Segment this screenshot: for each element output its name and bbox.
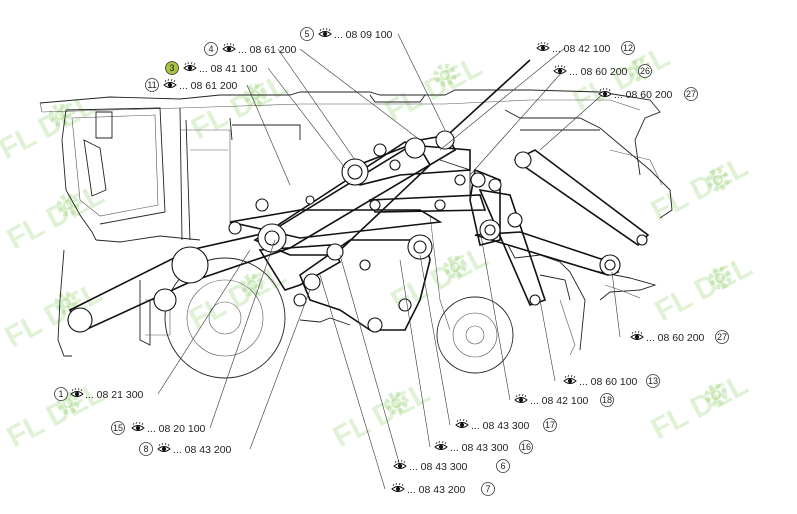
belts (68, 59, 650, 331)
svg-text:... 08 42 100: ... 08 42 100 (530, 395, 589, 407)
pulleys (67, 130, 648, 333)
svg-text:... 08 43 200: ... 08 43 200 (407, 484, 466, 496)
watermark: FL DEL (2, 178, 110, 256)
svg-text:18: 18 (602, 395, 612, 405)
eye-icon (318, 27, 332, 37)
svg-text:27: 27 (686, 89, 696, 99)
svg-text:6: 6 (500, 461, 505, 471)
callout-1: 1 ... 08 21 300 (54, 387, 144, 401)
front-wheel (164, 257, 286, 379)
callout-26: ... 08 60 200 26 (553, 64, 652, 78)
callout-8: 8 ... 08 43 200 (139, 442, 232, 456)
callout-16: ... 08 43 300 16 (434, 440, 533, 454)
watermark: FL DEL (650, 250, 758, 328)
svg-text:4: 4 (208, 44, 213, 54)
callout-3: 3 ... 08 41 100 (165, 61, 258, 75)
eye-icon (391, 482, 405, 492)
svg-text:17: 17 (545, 420, 555, 430)
svg-text:... 08 43 200: ... 08 43 200 (173, 444, 232, 456)
svg-text:13: 13 (648, 376, 658, 386)
callout-5: 5 ... 08 09 100 (300, 27, 393, 41)
svg-text:16: 16 (521, 442, 531, 452)
eye-icon (163, 78, 177, 88)
callout-18: ... 08 42 100 18 (514, 393, 614, 407)
svg-text:26: 26 (640, 66, 650, 76)
svg-text:3: 3 (169, 63, 174, 73)
eye-icon (183, 61, 197, 71)
eye-icon (222, 42, 236, 52)
wheels (164, 257, 514, 379)
eye-icon (563, 374, 577, 384)
svg-text:... 08 20 100: ... 08 20 100 (147, 423, 206, 435)
eye-icon (630, 330, 644, 340)
svg-text:... 08 60 200: ... 08 60 200 (646, 332, 705, 344)
eye-icon (157, 442, 171, 452)
callout-27-top: ... 08 60 200 27 (598, 87, 698, 101)
svg-text:... 08 43 300: ... 08 43 300 (450, 442, 509, 454)
svg-text:1: 1 (58, 389, 63, 399)
callout-12: ... 08 42 100 12 (536, 41, 635, 55)
watermark: FL DEL (380, 50, 488, 128)
svg-text:... 08 41 100: ... 08 41 100 (199, 63, 258, 75)
eye-icon (393, 459, 407, 469)
eye-icon (553, 64, 567, 74)
watermark: FL DEL (2, 376, 110, 454)
svg-text:... 08 61 200: ... 08 61 200 (238, 44, 297, 56)
svg-text:... 08 60 200: ... 08 60 200 (614, 89, 673, 101)
svg-text:5: 5 (304, 29, 309, 39)
callout-7: ... 08 43 200 7 (391, 482, 495, 496)
callout-27-bottom: ... 08 60 200 27 (630, 330, 729, 344)
callout-4: 4 ... 08 61 200 (204, 42, 297, 56)
svg-text:... 08 42 100: ... 08 42 100 (552, 43, 611, 55)
callout-13: ... 08 60 100 13 (563, 374, 660, 388)
watermark: FL DEL (328, 376, 436, 454)
rear-wheel (436, 296, 514, 374)
svg-text:12: 12 (623, 43, 633, 53)
callout-15: 15 ... 08 20 100 (111, 421, 206, 435)
callout-6: ... 08 43 300 6 (393, 459, 510, 473)
eye-icon (514, 393, 528, 403)
svg-text:15: 15 (113, 423, 123, 433)
svg-text:... 08 61 200: ... 08 61 200 (179, 80, 238, 92)
svg-text:... 08 60 200: ... 08 60 200 (569, 66, 628, 78)
svg-text:... 08 43 300: ... 08 43 300 (409, 461, 468, 473)
eye-icon (455, 418, 469, 428)
callout-17: ... 08 43 300 17 (455, 418, 557, 432)
svg-text:... 08 60 100: ... 08 60 100 (579, 376, 638, 388)
combine-outline (39, 89, 673, 357)
eye-icon (536, 41, 550, 51)
svg-text:8: 8 (143, 444, 148, 454)
svg-text:... 08 43 300: ... 08 43 300 (471, 420, 530, 432)
svg-text:7: 7 (485, 484, 490, 494)
svg-text:27: 27 (717, 332, 727, 342)
svg-text:... 08 21 300: ... 08 21 300 (85, 389, 144, 401)
watermark: FL DEL (646, 368, 754, 446)
svg-text:11: 11 (147, 80, 156, 90)
eye-icon (434, 440, 448, 450)
eye-icon (131, 421, 145, 431)
callout-11: 11 ... 08 61 200 (145, 78, 238, 92)
leader-lines (157, 33, 621, 490)
svg-text:... 08 09 100: ... 08 09 100 (334, 29, 393, 41)
